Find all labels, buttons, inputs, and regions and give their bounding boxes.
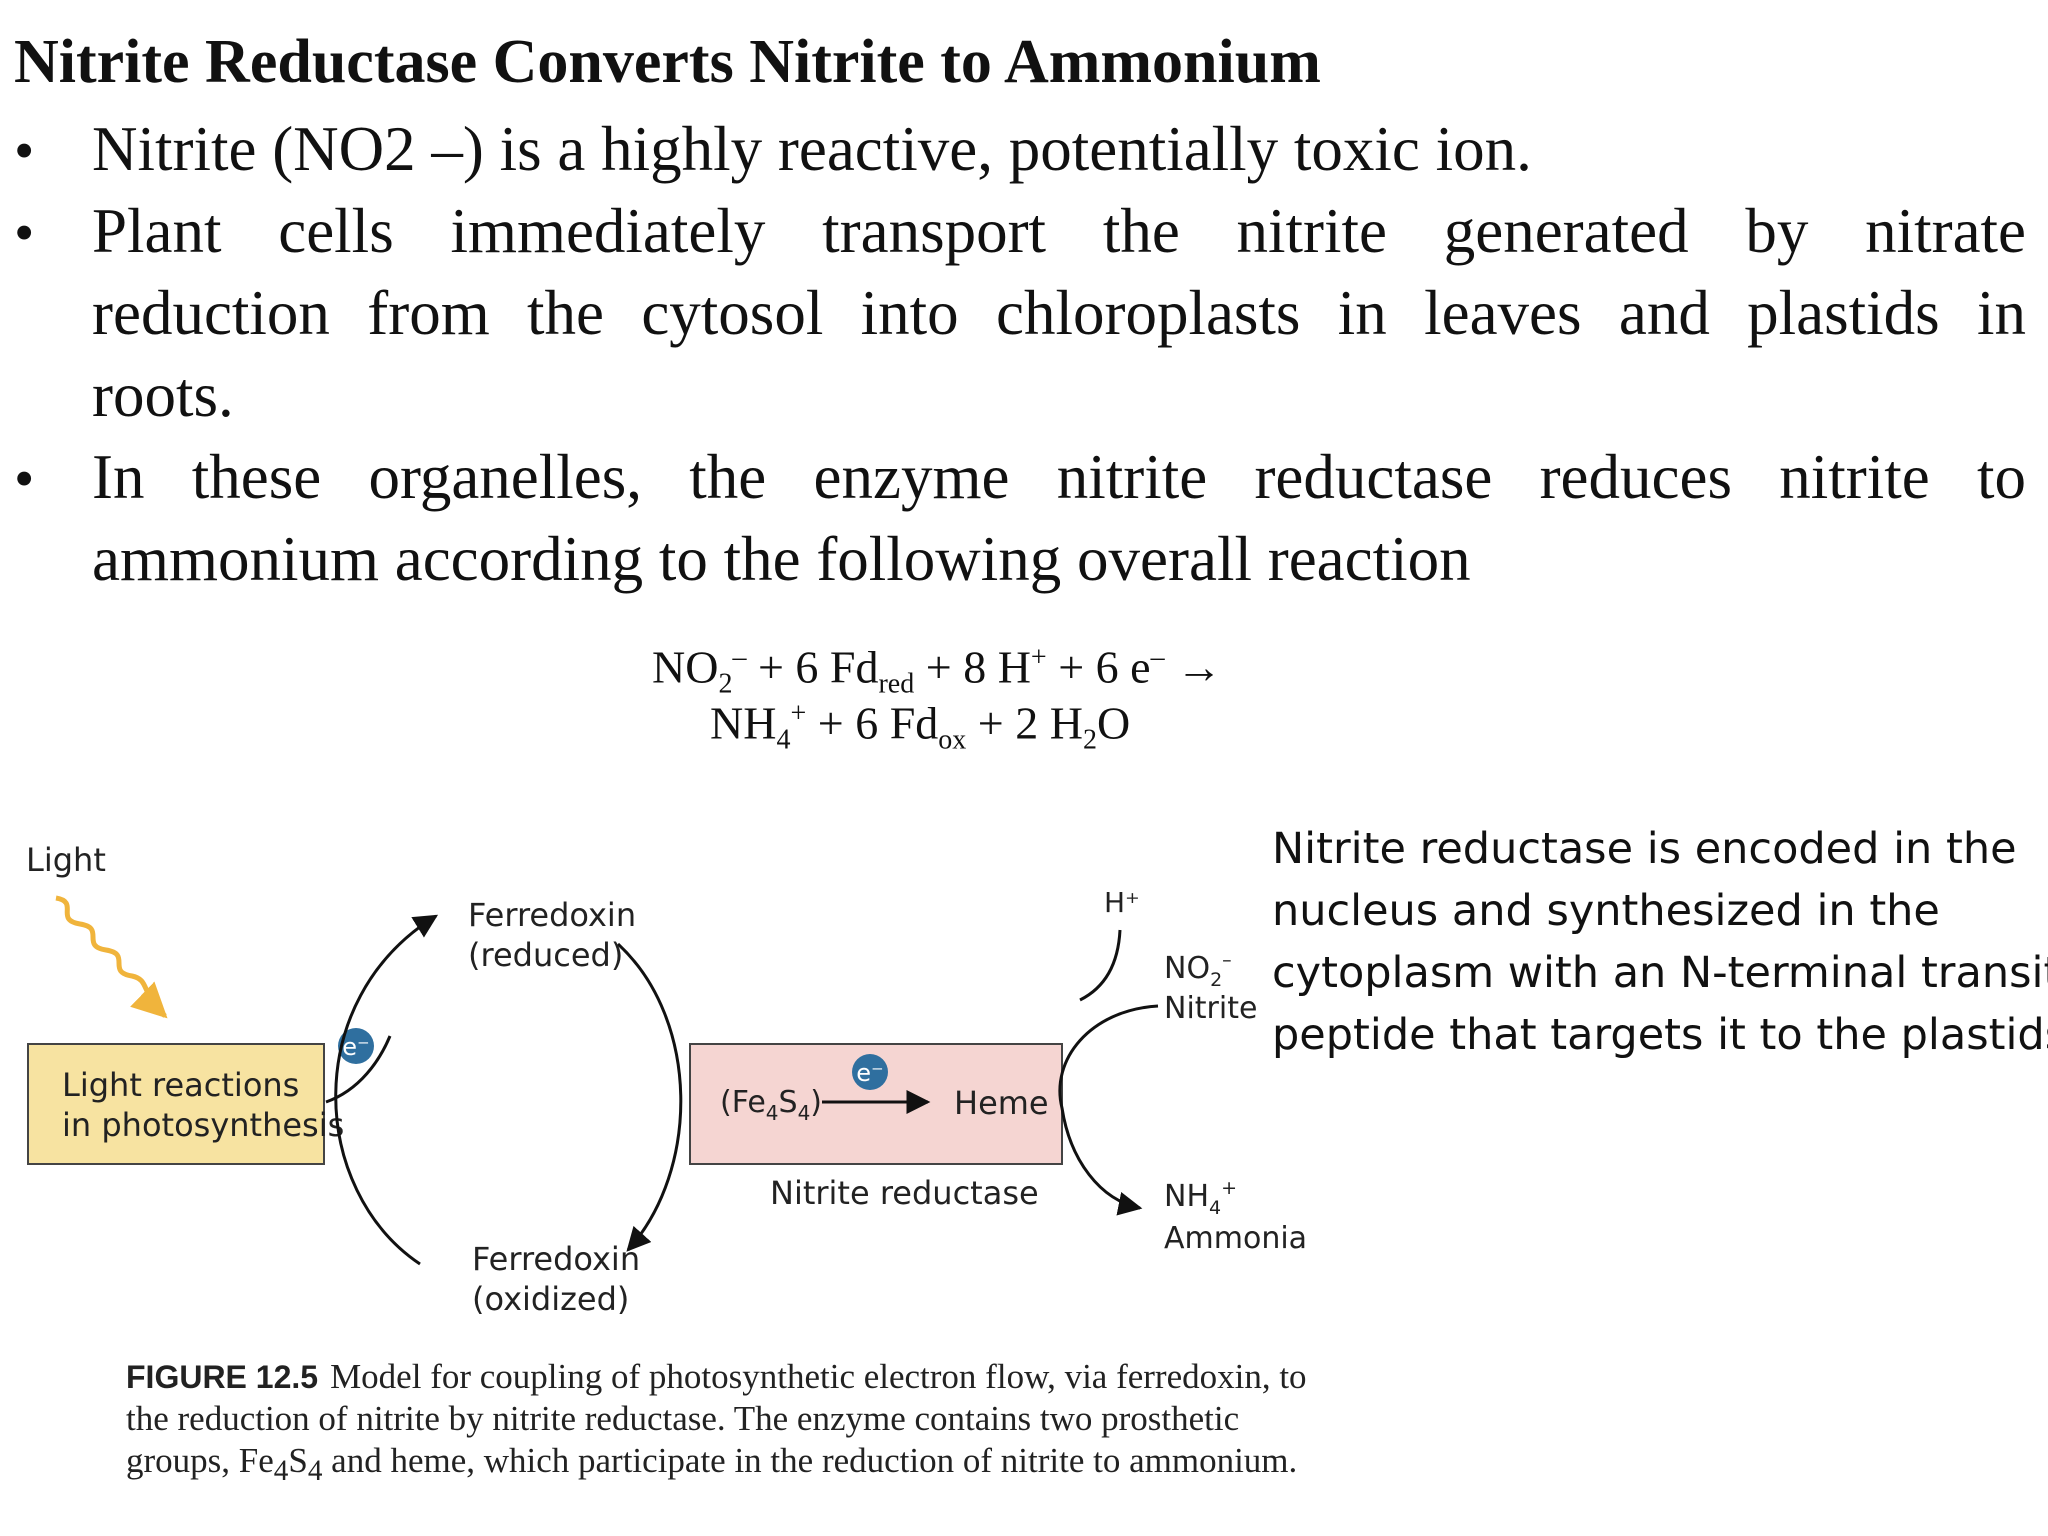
ferredoxin-reduced-label: Ferredoxin bbox=[468, 896, 636, 934]
bullet-3-line-1: In these organelles, the enzyme nitrite … bbox=[92, 442, 2026, 512]
nitrite-reductase-diagram: Light Light reactions in photosynthesis … bbox=[26, 841, 1307, 1318]
svg-text:e⁻: e⁻ bbox=[342, 1033, 369, 1061]
bullet-marker: • bbox=[14, 200, 35, 265]
bullet-1: Nitrite (NO2 –) is a highly reactive, po… bbox=[92, 108, 2026, 190]
ferredoxin-reduction-arc bbox=[334, 914, 439, 1266]
side-note: Nitrite reductase is encoded in the nucl… bbox=[1272, 818, 2048, 1066]
proton-input-line bbox=[1079, 929, 1122, 1002]
nitrite-label: Nitrite bbox=[1164, 991, 1257, 1026]
nh4-label: NH4+ bbox=[1164, 1177, 1237, 1219]
electron-icon bbox=[338, 1028, 374, 1064]
side-note-line: nucleus and synthesized in the bbox=[1272, 886, 1940, 936]
bullet-marker: • bbox=[14, 446, 35, 511]
light-box-line-2: in photosynthesis bbox=[62, 1106, 344, 1144]
heme-label: Heme bbox=[954, 1084, 1049, 1122]
caption-line: groups, Fe4S4 and heme, which participat… bbox=[126, 1441, 1298, 1487]
bullet-3-line-2: ammonium according to the following over… bbox=[92, 524, 1471, 594]
bullet-3: In these organelles, the enzyme nitrite … bbox=[92, 436, 2026, 600]
equation-line-1: NO2– + 6 Fdred + 8 H+ + 6 e– → bbox=[652, 641, 1223, 700]
bullet-2: Plant cells immediately transport the ni… bbox=[92, 190, 2026, 436]
electron-icon bbox=[852, 1054, 888, 1090]
ferredoxin-oxidized-state: (oxidized) bbox=[472, 1280, 629, 1318]
light-wave-arrow bbox=[55, 895, 168, 1019]
light-box-line-1: Light reactions bbox=[62, 1066, 299, 1104]
side-note-line: cytoplasm with an N-terminal transit bbox=[1272, 948, 2048, 998]
no2-label: NO2– bbox=[1164, 949, 1232, 991]
bullet-2-line-1: Plant cells immediately transport the ni… bbox=[92, 196, 2026, 266]
light-label: Light bbox=[26, 841, 106, 879]
nitrite-to-ammonia-arc bbox=[1058, 1004, 1159, 1216]
side-note-line: Nitrite reductase is encoded in the bbox=[1272, 824, 2017, 874]
fe4s4-label: (Fe4S4) bbox=[720, 1085, 822, 1125]
ferredoxin-oxidized-label: Ferredoxin bbox=[472, 1240, 640, 1278]
bullet-1-line-1: Nitrite (NO2 –) is a highly reactive, po… bbox=[92, 114, 1532, 184]
bullet-2-line-2: reduction from the cytosol into chloropl… bbox=[92, 278, 2026, 348]
proton-label: H⁺ bbox=[1104, 886, 1140, 919]
enzyme-label: Nitrite reductase bbox=[770, 1174, 1039, 1212]
ferredoxin-reduced-state: (reduced) bbox=[468, 936, 623, 974]
light-reactions-box bbox=[27, 1043, 325, 1165]
ferredoxin-oxidation-arc bbox=[616, 942, 683, 1252]
bullet-2-line-3: roots. bbox=[92, 360, 234, 430]
svg-text:e⁻: e⁻ bbox=[856, 1059, 883, 1087]
ammonia-label: Ammonia bbox=[1164, 1221, 1307, 1256]
caption-line: the reduction of nitrite by nitrite redu… bbox=[126, 1399, 1240, 1438]
bullet-marker: • bbox=[14, 118, 35, 183]
equation-line-2: NH4+ + 6 Fdox + 2 H2O bbox=[710, 697, 1131, 756]
figure-label: FIGURE 12.5 bbox=[126, 1359, 319, 1395]
side-note-line: peptide that targets it to the plastids bbox=[1272, 1010, 2048, 1060]
slide-title: Nitrite Reductase Converts Nitrite to Am… bbox=[14, 28, 1321, 96]
